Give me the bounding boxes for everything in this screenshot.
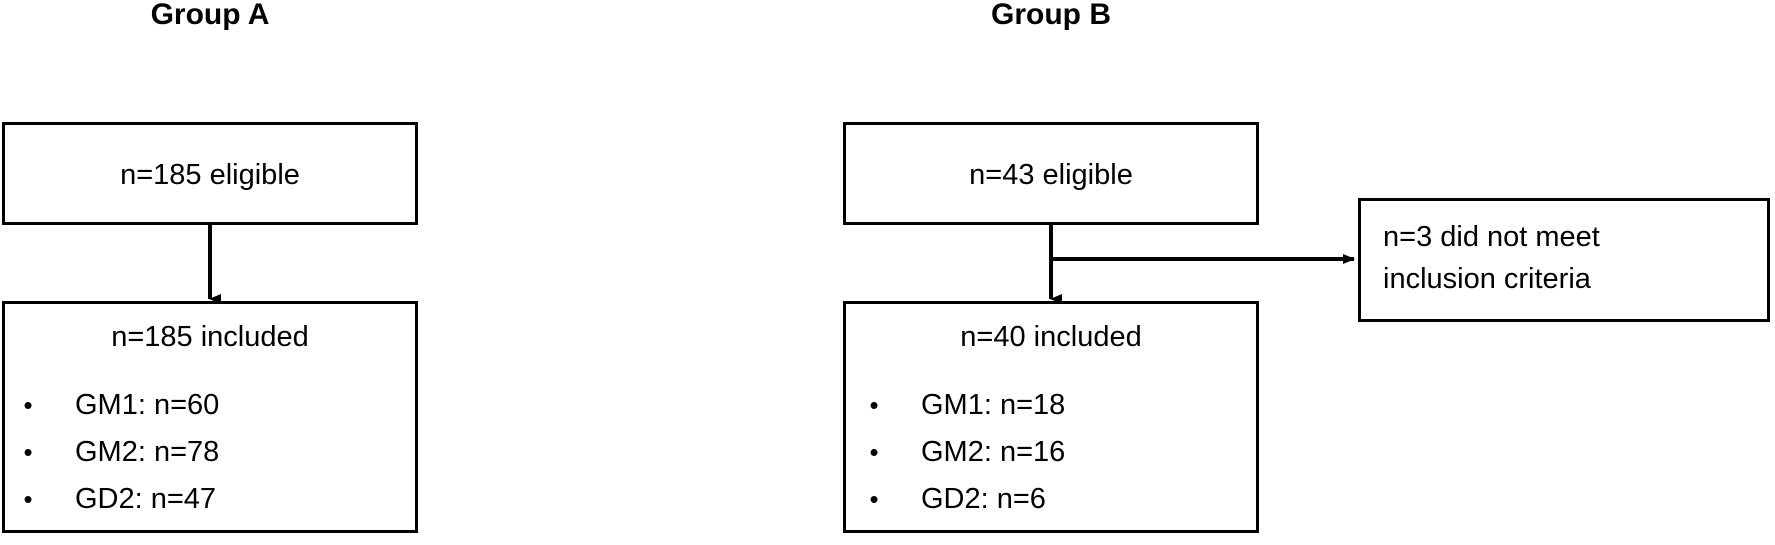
group-a-bullet-label-1: GM2: n=78 [75, 436, 220, 468]
group-b-excluded-box: n=3 did not meet inclusion criteria [1358, 198, 1770, 322]
group-b-bullet-label-2: GD2: n=6 [921, 483, 1046, 515]
list-item: • GM2: n=78 [5, 429, 415, 476]
list-item: • GM1: n=60 [5, 382, 415, 429]
bullet-icon: • [23, 484, 33, 514]
group-a-included-heading: n=185 included [111, 321, 309, 353]
group-b-included-box: n=40 included • GM1: n=18 • GM2: n=16 • … [843, 301, 1259, 533]
group-b-excluded-line-1: n=3 did not meet [1383, 221, 1600, 253]
group-a-bullet-label-0: GM1: n=60 [75, 389, 220, 421]
list-item: • GD2: n=6 [846, 476, 1256, 523]
bullet-icon: • [23, 437, 33, 467]
group-b-excluded-line-2: inclusion criteria [1383, 263, 1591, 295]
group-b-bullet-label-0: GM1: n=18 [921, 389, 1066, 421]
group-b-included-heading: n=40 included [960, 321, 1142, 353]
group-b-eligible-heading: n=43 eligible [969, 159, 1133, 191]
bullet-icon: • [869, 484, 879, 514]
group-a-bullet-list: • GM1: n=60 • GM2: n=78 • GD2: n=47 [5, 382, 415, 523]
list-item: • GM2: n=16 [846, 429, 1256, 476]
group-b-excluded-text: n=3 did not meet inclusion criteria [1383, 216, 1757, 300]
bullet-icon: • [869, 390, 879, 420]
bullet-icon: • [869, 437, 879, 467]
group-b-eligible-box: n=43 eligible [843, 122, 1259, 225]
group-a-eligible-box: n=185 eligible [2, 122, 418, 225]
group-b-bullet-label-1: GM2: n=16 [921, 436, 1066, 468]
bullet-icon: • [23, 390, 33, 420]
group-a-title: Group A [150, 0, 270, 31]
group-a-eligible-heading: n=185 eligible [120, 159, 300, 191]
group-a-bullet-label-2: GD2: n=47 [75, 483, 217, 515]
list-item: • GD2: n=47 [5, 476, 415, 523]
group-a-included-box: n=185 included • GM1: n=60 • GM2: n=78 •… [2, 301, 418, 533]
group-b-title: Group B [991, 0, 1111, 31]
group-b-bullet-list: • GM1: n=18 • GM2: n=16 • GD2: n=6 [846, 382, 1256, 523]
list-item: • GM1: n=18 [846, 382, 1256, 429]
